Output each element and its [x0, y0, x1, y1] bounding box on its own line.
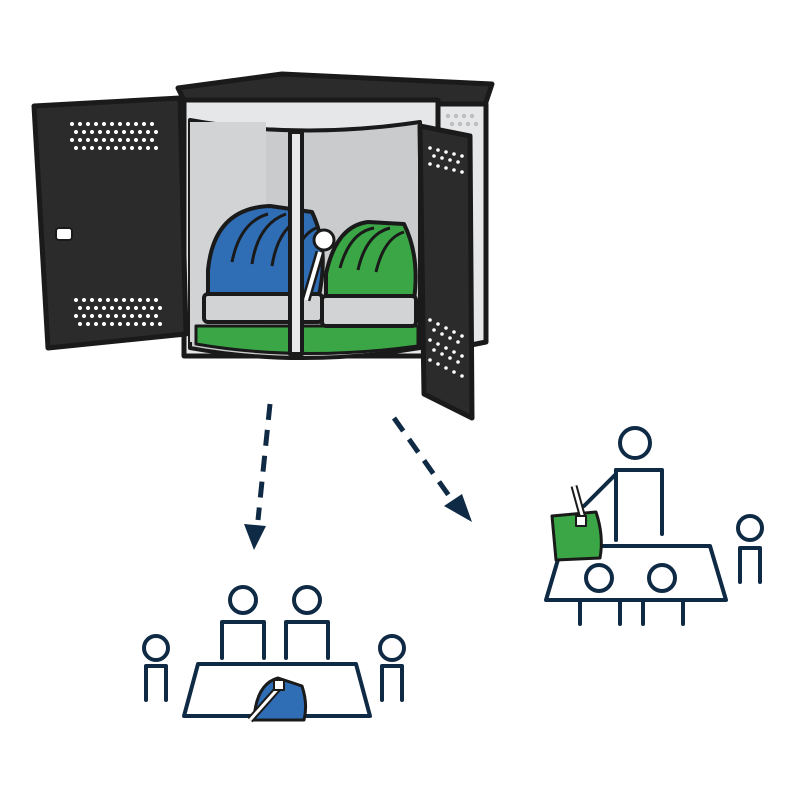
- cabinet-right-door: [417, 123, 475, 421]
- person-head: [142, 634, 170, 662]
- cabinet-floor: [194, 324, 420, 356]
- person-head: [378, 634, 406, 662]
- presenter-icon: [544, 426, 764, 626]
- left-door-vents: [70, 122, 162, 326]
- presenter-head: [618, 426, 652, 460]
- green-tablet-tub-icon: [320, 220, 418, 328]
- dashed-arrow-icon: [391, 416, 472, 522]
- person-body: [284, 620, 330, 660]
- table: [544, 544, 728, 602]
- person-body: [641, 598, 685, 626]
- tub-tag: [312, 228, 336, 252]
- person-head: [228, 585, 258, 615]
- person-body: [738, 546, 762, 584]
- cabinet-divider: [288, 130, 304, 356]
- table: [182, 662, 372, 718]
- right-door-vents: [428, 146, 464, 378]
- person-head: [292, 585, 322, 615]
- charging-cabinet-icon: [31, 71, 495, 421]
- side-vent-holes: [445, 113, 479, 127]
- presenter-body: [614, 468, 664, 536]
- person-head: [647, 563, 677, 593]
- dashed-arrow-icon: [244, 403, 273, 550]
- person-head: [736, 514, 764, 542]
- people-around-table-icon: [142, 585, 406, 718]
- blue-tablet-tub-icon: [247, 676, 308, 723]
- green-tablet-tub-icon: [550, 485, 603, 562]
- cabinet-left-door: [31, 95, 189, 351]
- person-head: [584, 563, 614, 593]
- presenter-arm: [582, 472, 618, 508]
- person-body: [380, 664, 404, 702]
- person-body: [144, 664, 168, 702]
- person-body: [578, 598, 622, 626]
- person-body: [220, 620, 266, 660]
